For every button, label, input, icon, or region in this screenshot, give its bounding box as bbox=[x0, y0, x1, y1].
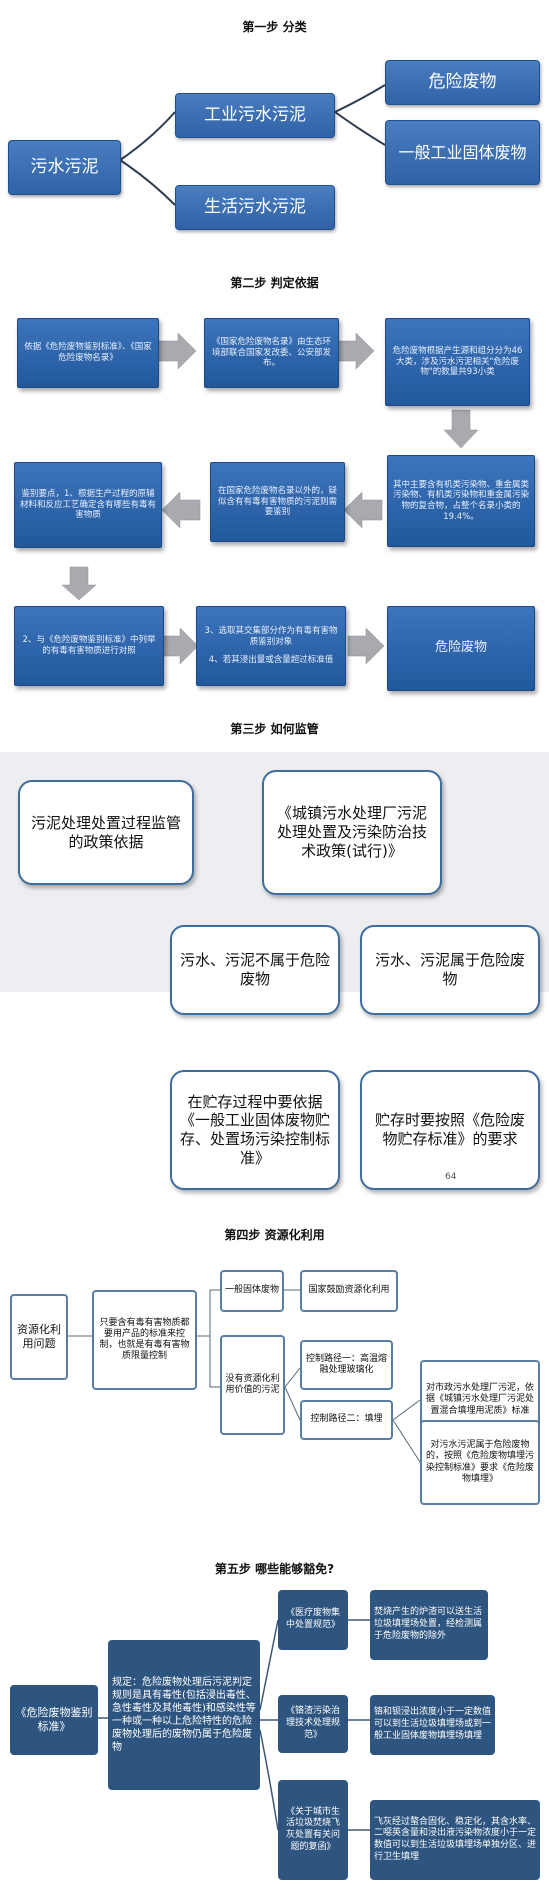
step4-root-box: 资源化利用问题 bbox=[10, 1294, 68, 1380]
step2-key-points-box: 鉴别要点，1、根据生产过程的原辅材料和反应工艺确定含有哪些有毒有害物质 bbox=[14, 462, 162, 548]
step3-policy-basis-box: 污泥处理处置过程监管的政策依据 bbox=[18, 780, 194, 885]
step3-hazardous-storage-box: 贮存时要按照《危险废物贮存标准》的要求 bbox=[360, 1070, 540, 1190]
step4-general-solid-box: 一般固体废物 bbox=[220, 1270, 284, 1312]
step5-chromium-note-box: 铬和钡浸出浓度小于一定数值可以到生活垃圾填埋场或到一般工业固体废物填埋场填埋 bbox=[370, 1695, 495, 1755]
step2-intersection-text: 3、选取其交集部分作为有毒有害物质鉴别对象 bbox=[204, 626, 338, 647]
step1-domestic-node: 生活污水污泥 bbox=[175, 185, 335, 230]
step4-heading: 第四步 资源化利用 bbox=[224, 1228, 325, 1242]
step5-root-box: 《危险废物鉴别标准》 bbox=[10, 1685, 98, 1755]
step1-root-node: 污水污泥 bbox=[8, 140, 121, 195]
step2-composition-box: 其中主要含有机类污染物、重金属类污染物、有机类污染物和重金属污染物的复合物，占整… bbox=[387, 455, 535, 547]
step4-toxic-rule-box: 只要含有毒有害物质都要用产品的标准来控制，也就是有毒有害物质限量控制 bbox=[92, 1290, 197, 1390]
step2-outside-catalog-box: 在国家危险废物名录以外的，疑似含有有毒有害物质的污泥则需要鉴别 bbox=[210, 462, 345, 542]
step3-is-hazardous-box: 污水、污泥属于危险废物 bbox=[360, 925, 540, 1015]
step5-rule-box: 规定：危险废物处理后污泥判定规则是具有毒性(包括浸出毒性、急性毒性及其他毒性)和… bbox=[108, 1640, 260, 1790]
step1-industrial-node: 工业污水污泥 bbox=[175, 93, 335, 138]
step4-encourage-box: 国家鼓励资源化利用 bbox=[300, 1270, 398, 1312]
step2-threshold-text: 4、若其浸出量或含量超过标准值 bbox=[208, 655, 334, 666]
step5-heading: 第五步 哪些能够豁免? bbox=[214, 1562, 335, 1576]
step3-general-storage-box: 在贮存过程中要依据《一般工业固体废物贮存、处置场污染控制标准》 bbox=[170, 1070, 340, 1190]
step4-no-value-box: 没有资源化利用价值的污泥 bbox=[220, 1335, 285, 1435]
step1-hazardous-node: 危险废物 bbox=[385, 60, 540, 105]
step3-heading: 第三步 如何监管 bbox=[230, 722, 319, 736]
step2-catalog-box: 《国家危险废物名录》由生态环境部联合国家发改委、公安部发布。 bbox=[204, 318, 339, 388]
step4-hazardous-landfill-box: 对污水污泥属于危险废物的，按照《危险废物填埋污染控制标准》要求《危险废物填埋》 bbox=[420, 1420, 540, 1505]
step2-heading: 第二步 判定依据 bbox=[230, 276, 319, 290]
step1-heading: 第一步 分类 bbox=[242, 20, 307, 34]
step3-not-hazardous-box: 污水、污泥不属于危险废物 bbox=[170, 925, 340, 1015]
step4-route1-box: 控制路径一：高温熔融处理玻璃化 bbox=[300, 1340, 393, 1390]
step4-route2-box: 控制路径二：填埋 bbox=[300, 1400, 393, 1440]
step5-msw-box: 《关于城市生活垃圾焚烧飞灰处置有关问题的复函》 bbox=[278, 1780, 348, 1880]
watermark-number: 64 bbox=[445, 1172, 457, 1182]
step2-compare-box: 2、与《危险废物鉴别标准》中列举的有毒有害物质进行对照 bbox=[14, 606, 164, 686]
step2-basis-box: 依据《危险废物鉴别标准》、《国家危险废物名录》 bbox=[17, 318, 159, 388]
step3-policy-box: 《城镇污水处理厂污泥处理处置及污染防治技术政策(试行)》 bbox=[262, 770, 442, 895]
step5-msw-note-box: 飞灰经过螯合固化、稳定化，其含水率、二噁英含量和浸出液污染物浓度小于一定数值可以… bbox=[370, 1800, 540, 1880]
step1-general-solid-node: 一般工业固体废物 bbox=[385, 120, 540, 185]
step2-result-box: 危险废物 bbox=[387, 606, 535, 691]
step2-categories-box: 危险废物根据产生源和组分分为46大类，涉及污水污泥相关"危险废物"的数量共93小… bbox=[385, 318, 530, 406]
step5-medical-note-box: 焚烧产生的炉渣可以送生活垃圾填埋场处置，经检测属于危险废物的除外 bbox=[370, 1590, 488, 1660]
step2-intersection-box: 3、选取其交集部分作为有毒有害物质鉴别对象 4、若其浸出量或含量超过标准值 bbox=[196, 606, 346, 686]
step5-chromium-box: 《铬渣污染治理技术处理规范》 bbox=[278, 1695, 348, 1753]
step5-medical-box: 《医疗废物集中处置规范》 bbox=[278, 1590, 348, 1650]
